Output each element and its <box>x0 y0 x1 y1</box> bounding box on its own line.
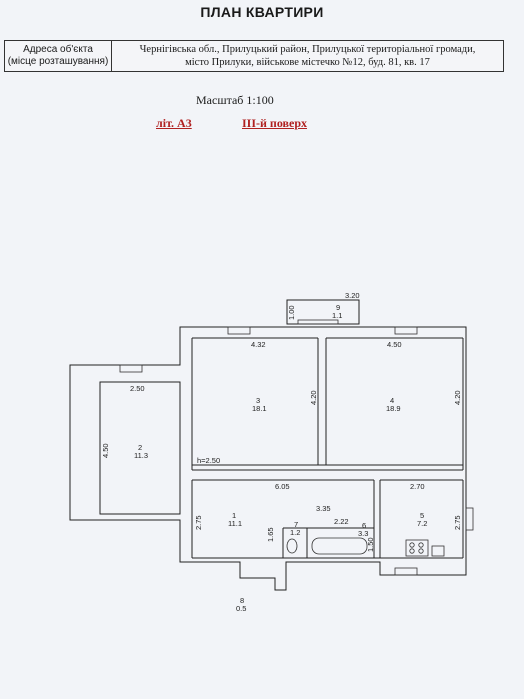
room-2-number: 2 <box>138 443 142 452</box>
window <box>119 364 143 373</box>
dim-room2-width: 2.50 <box>130 384 145 393</box>
dim-bath-depth: 1.50 <box>366 537 375 552</box>
dim-balcony-depth: 1.00 <box>287 305 296 320</box>
dim-room1-depth: 2.75 <box>194 515 203 530</box>
dim-kitchen-width: 2.70 <box>410 482 425 491</box>
toilet-icon <box>286 538 298 554</box>
ceiling-height: h=2.50 <box>197 456 220 465</box>
room-5-number: 5 <box>420 511 424 520</box>
dim-room4-width: 4.50 <box>387 340 402 349</box>
burner-icon <box>418 548 424 554</box>
room-4-area: 18.9 <box>386 404 401 413</box>
room-2-outline <box>99 381 181 515</box>
floor-label: ІІІ-й поверх <box>242 116 308 130</box>
dim-room4-depth: 4.20 <box>453 390 462 405</box>
dim-room3-depth: 4.20 <box>309 390 318 405</box>
address-line1: Чернігівська обл., Прилуцький район, При… <box>139 44 476 55</box>
dim-bath-width: 2.22 <box>334 517 349 526</box>
window <box>394 567 418 576</box>
address-label-line2: (місце розташування) <box>7 56 109 67</box>
room-7-area: 1.2 <box>290 528 300 537</box>
room-1-number: 1 <box>232 511 236 520</box>
room-5-area: 7.2 <box>417 519 427 528</box>
dim-balcony-width: 3.20 <box>345 291 360 300</box>
burner-icon <box>409 548 415 554</box>
address-value: Чернігівська обл., Прилуцький район, При… <box>112 41 503 71</box>
dim-corridor-length: 6.05 <box>275 482 290 491</box>
address-label-line1: Адреса об'єкта <box>23 44 93 55</box>
bathtub-icon <box>311 537 368 555</box>
room-6-number: 6 <box>362 521 366 530</box>
address-line2: місто Прилуки, військове містечко №12, б… <box>185 57 430 68</box>
room-1-area: 11.1 <box>228 519 242 528</box>
room-9-area: 1.1 <box>332 311 342 320</box>
dim-room2-depth: 4.50 <box>101 443 110 458</box>
scale-label: Масштаб 1:100 <box>196 93 274 107</box>
stove-icon <box>405 539 429 557</box>
room-4-number: 4 <box>390 396 394 405</box>
dim-kitchen-depth: 2.75 <box>453 515 462 530</box>
window <box>227 326 251 335</box>
sink-icon <box>431 545 445 557</box>
address-label: Адреса об'єкта (місце розташування) <box>5 41 112 71</box>
room-9-number: 9 <box>336 303 340 312</box>
dim-room3-width: 4.32 <box>251 340 266 349</box>
room-8-number: 8 <box>240 596 244 605</box>
room-3-area: 18.1 <box>252 404 267 413</box>
burner-icon <box>418 542 424 548</box>
dim-bath-block: 3.35 <box>316 504 331 513</box>
window <box>297 319 339 325</box>
dim-wc-depth: 1.65 <box>266 527 275 542</box>
room-3-number: 3 <box>256 396 260 405</box>
room-8-area: 0.5 <box>236 604 246 613</box>
address-table: Адреса об'єкта (місце розташування) Черн… <box>4 40 504 72</box>
outer-wall <box>69 326 467 591</box>
room-2-area: 11.3 <box>134 451 148 460</box>
document-title: ПЛАН КВАРТИРИ <box>200 4 324 20</box>
window <box>465 507 474 531</box>
room-6-area: 3.3 <box>358 529 368 538</box>
litera-label: літ. А3 <box>156 116 192 130</box>
room-7-number: 7 <box>294 520 298 529</box>
burner-icon <box>409 542 415 548</box>
window <box>394 326 418 335</box>
